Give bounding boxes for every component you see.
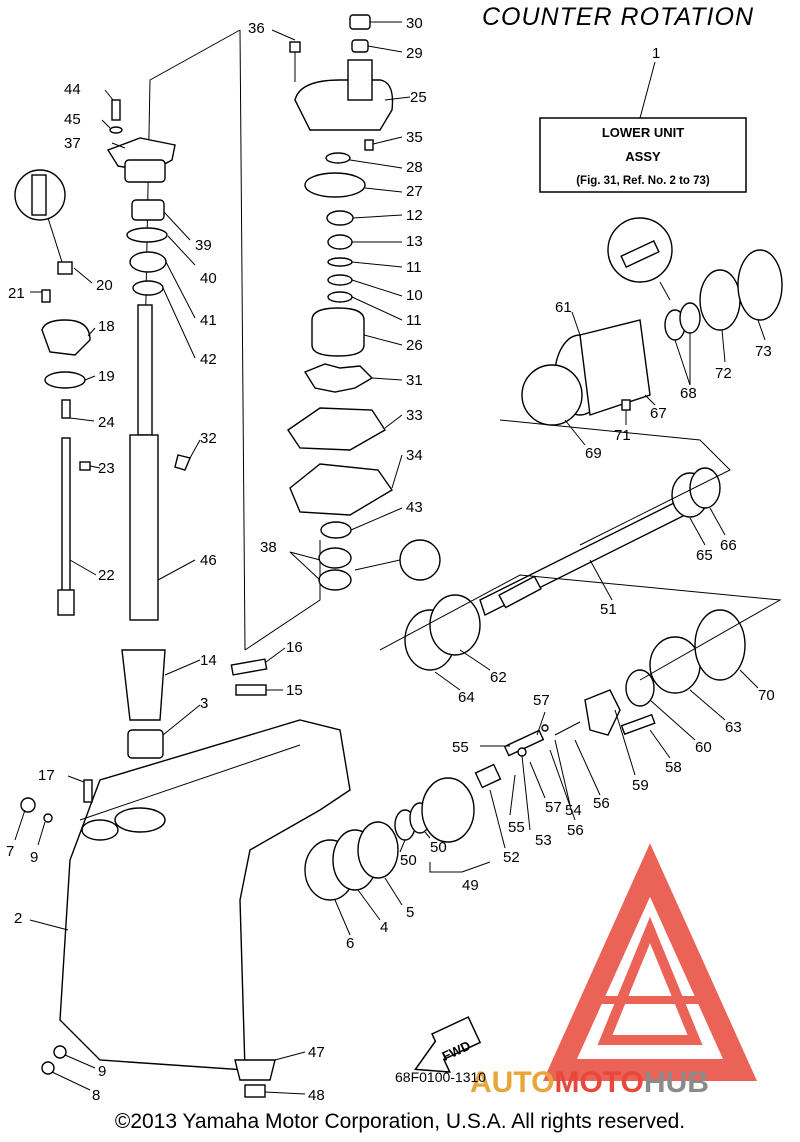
part-label: 11 (406, 259, 422, 276)
part-label: 11 (406, 312, 422, 329)
part-label: 28 (406, 159, 423, 176)
part-label: 35 (406, 129, 423, 146)
part-label: 53 (535, 832, 552, 849)
part-label: 9 (98, 1063, 106, 1080)
part-label: 45 (64, 111, 81, 128)
part-label: 55 (452, 739, 469, 756)
part-label: 24 (98, 414, 115, 431)
part-label: 13 (406, 233, 423, 250)
part-label: 54 (565, 802, 582, 819)
part-label: 4 (380, 919, 388, 936)
part-label: 30 (406, 15, 423, 32)
part-label: 12 (406, 207, 423, 224)
part-label: 32 (200, 430, 217, 447)
part-label: 59 (632, 777, 649, 794)
drawing-code: 68F0100-1310 (395, 1069, 486, 1085)
part-label: 2 (14, 910, 22, 927)
part-label: 52 (503, 849, 520, 866)
part-label: 18 (98, 318, 115, 335)
part-label: 3 (200, 695, 208, 712)
part-label: 25 (410, 89, 427, 106)
part-label: 31 (406, 372, 423, 389)
part-label: 38 (260, 539, 277, 556)
part-label: 8 (92, 1087, 100, 1104)
part-label: 51 (600, 601, 617, 618)
watermark-part-auto: AUTO (470, 1066, 554, 1099)
part-label: 16 (286, 639, 303, 656)
assembly-box: 1 LOWER UNIT ASSY (Fig. 31, Ref. No. 2 t… (539, 45, 747, 193)
part-label: 21 (8, 285, 25, 302)
part-label: 7 (6, 843, 14, 860)
assembly-title-line3: (Fig. 31, Ref. No. 2 to 73) (576, 175, 710, 187)
part-label: 19 (98, 368, 115, 385)
part-label: 57 (533, 692, 550, 709)
part-label: 63 (725, 719, 742, 736)
part-label: 66 (720, 537, 737, 554)
part-label: 34 (406, 447, 423, 464)
part-label: 14 (200, 652, 217, 669)
part-label: 9 (30, 849, 38, 866)
part-label: 23 (98, 460, 115, 477)
part-label: 41 (200, 312, 217, 329)
part-label: 40 (200, 270, 217, 287)
part-label: 49 (462, 877, 479, 894)
part-label: 33 (406, 407, 423, 424)
part-label: 22 (98, 567, 115, 584)
watermark-part-moto: MOTO (554, 1066, 643, 1099)
part-label: 71 (614, 427, 631, 444)
part-label: 17 (38, 767, 55, 784)
part-label: 39 (195, 237, 212, 254)
part-label: 62 (490, 669, 507, 686)
part-label: 26 (406, 337, 423, 354)
watermark-logo (542, 843, 758, 1081)
part-label: 6 (346, 935, 354, 952)
part-label: 61 (555, 299, 572, 316)
part-label: 29 (406, 45, 423, 62)
part-label: 56 (567, 822, 584, 839)
part-label: 55 (508, 819, 525, 836)
part-label: 37 (64, 135, 81, 152)
part-label: 57 (545, 799, 562, 816)
part-label: 58 (665, 759, 682, 776)
part-label: 46 (200, 552, 217, 569)
part-label: 20 (96, 277, 113, 294)
part-label: 42 (200, 351, 217, 368)
part-label: 73 (755, 343, 772, 360)
assembly-ref-number: 1 (652, 45, 660, 62)
part-label: 47 (308, 1044, 325, 1061)
part-label: 43 (406, 499, 423, 516)
part-label: 27 (406, 183, 423, 200)
part-label: 65 (696, 547, 713, 564)
part-label: 67 (650, 405, 667, 422)
diagram-title: COUNTER ROTATION (482, 3, 754, 31)
watermark-part-hub: HUB (644, 1066, 709, 1099)
part-labels: 30 29 36 25 44 45 37 35 28 27 39 12 13 4… (6, 15, 775, 1104)
copyright-notice: ©2013 Yamaha Motor Corporation, U.S.A. A… (115, 1110, 685, 1133)
part-label: 50 (430, 839, 447, 856)
part-label: 10 (406, 287, 423, 304)
part-label: 50 (400, 852, 417, 869)
part-label: 64 (458, 689, 475, 706)
part-label: 56 (593, 795, 610, 812)
part-label: 60 (695, 739, 712, 756)
assembly-title-line2: ASSY (625, 149, 661, 164)
leader-lines (14, 21, 766, 1095)
part-label: 70 (758, 687, 775, 704)
part-label: 48 (308, 1087, 325, 1104)
part-label: 5 (406, 904, 414, 921)
parts-artwork: FWD (14, 14, 783, 1098)
part-label: 68 (680, 385, 697, 402)
part-label: 44 (64, 81, 81, 98)
part-label: 36 (248, 20, 265, 37)
assembly-title-line1: LOWER UNIT (602, 125, 684, 140)
part-label: 72 (715, 365, 732, 382)
watermark-text: AUTOMOTOHUB (470, 1066, 709, 1099)
part-label: 15 (286, 682, 303, 699)
part-label: 69 (585, 445, 602, 462)
